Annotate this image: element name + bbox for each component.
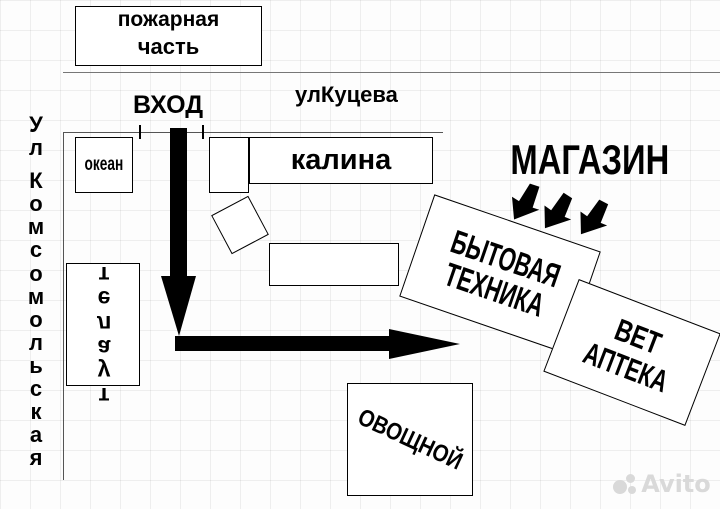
street-komsomolskaya-label: У л К о м с о м о л ь с к а я xyxy=(18,112,54,471)
store-kalina-label: калина xyxy=(290,144,392,176)
street-kutseva-line xyxy=(63,72,720,73)
street-letter: У xyxy=(29,112,43,137)
store-okean-box xyxy=(75,137,133,193)
store-okean-label: океан xyxy=(75,137,133,193)
street-letter: л xyxy=(29,329,43,355)
shop-title: МАГАЗИН xyxy=(500,136,680,183)
street-letter: о xyxy=(29,191,43,217)
entrance-route-arrow-down xyxy=(161,128,196,336)
avito-watermark: Avito xyxy=(612,468,712,500)
street-letter: о xyxy=(29,306,43,332)
street-letter: ь xyxy=(29,352,43,378)
shop-title-text: МАГАЗИН xyxy=(510,136,670,183)
street-letter: л xyxy=(29,135,43,161)
street-letter: с xyxy=(29,376,43,402)
avito-watermark-text: Avito xyxy=(641,470,711,498)
shop-pointer-arrow-3 xyxy=(580,199,609,235)
fire-station-label-line1: пожарная xyxy=(117,8,220,31)
street-letter: я xyxy=(29,445,43,471)
fire-station-label-line2: часть xyxy=(137,34,200,59)
store-kalina-box xyxy=(249,137,433,184)
route-arrow-right xyxy=(175,329,460,359)
vegetable-store-box xyxy=(347,383,473,496)
street-letter: а xyxy=(29,422,43,448)
building-left-wall xyxy=(63,132,64,480)
street-letter: с xyxy=(29,237,43,263)
toilet-box xyxy=(66,263,140,386)
street-letter: о xyxy=(29,260,43,286)
fire-station-box xyxy=(75,6,262,66)
shop-pointer-arrow-2 xyxy=(544,192,573,229)
street-letter: м xyxy=(27,283,45,309)
entrance-tick-left xyxy=(139,125,141,139)
counter-box xyxy=(269,243,399,286)
avito-logo-icon xyxy=(613,472,637,496)
kalina-small-box xyxy=(209,137,249,193)
store-okean-text: океан xyxy=(84,154,124,175)
street-letter: м xyxy=(27,214,45,240)
building-top-wall xyxy=(63,132,443,133)
entrance-tick-right xyxy=(202,125,204,139)
entrance-label: ВХОД xyxy=(132,90,204,119)
street-kutseva-label: улКуцева xyxy=(295,82,398,107)
shop-pointer-arrow-1 xyxy=(511,183,540,220)
street-letter: К xyxy=(29,168,43,194)
street-letter: к xyxy=(30,399,42,425)
